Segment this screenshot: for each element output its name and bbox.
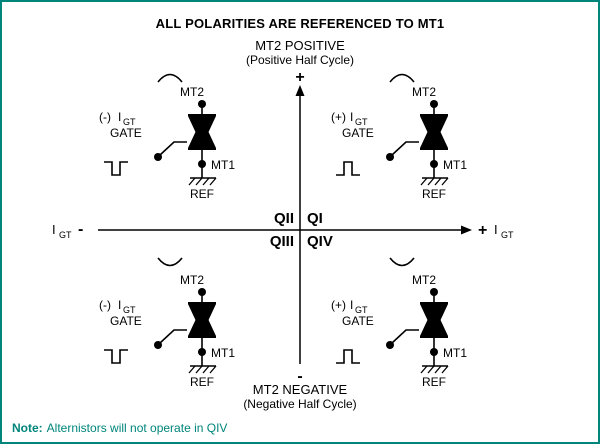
gate-polarity-label: (-) xyxy=(99,298,111,312)
mt2-label: MT2 xyxy=(412,273,436,287)
mt1-label: MT1 xyxy=(211,158,235,172)
gate-current-subscript: GT xyxy=(355,305,368,315)
quadrant-label-qiii: QIII xyxy=(270,233,294,250)
negative-half-sine-icon xyxy=(157,257,183,267)
positive-pulse-icon xyxy=(336,349,360,364)
gate-current-symbol: I xyxy=(118,298,121,312)
gate-label: GATE xyxy=(110,126,142,140)
gate-terminal-dot xyxy=(154,153,162,161)
gate-label: GATE xyxy=(342,314,374,328)
ground-icon xyxy=(188,177,217,186)
mt2-negative-label: MT2 NEGATIVE xyxy=(253,382,348,397)
ground-icon xyxy=(188,365,217,374)
gate-wire xyxy=(159,329,187,344)
triac-unit-qii: MT2 MT1 REF (-) I GT GATE xyxy=(99,73,235,201)
ref-label: REF xyxy=(422,375,446,389)
negative-pulse-icon xyxy=(104,161,128,176)
igt-left-subscript: GT xyxy=(59,230,72,240)
mt1-label: MT1 xyxy=(443,158,467,172)
plus-sign-right: + xyxy=(478,222,487,239)
mt2-positive-label: MT2 POSITIVE xyxy=(255,38,345,53)
triac-unit-qi: MT2 MT1 REF (+) I GT GATE xyxy=(331,73,467,201)
gate-current-subscript: GT xyxy=(123,305,136,315)
triac-unit-qiii: MT2 MT1 REF (-) I GT GATE xyxy=(99,257,235,389)
triac-triangle-up xyxy=(188,118,216,148)
right-arrowhead-icon xyxy=(461,225,472,235)
gate-current-subscript: GT xyxy=(123,117,136,127)
ground-icon xyxy=(420,177,449,186)
mt2-label: MT2 xyxy=(180,85,204,99)
gate-terminal-dot xyxy=(154,341,162,349)
gate-polarity-label: (-) xyxy=(99,110,111,124)
gate-current-symbol: I xyxy=(350,110,353,124)
gate-label: GATE xyxy=(342,126,374,140)
axes xyxy=(98,85,472,364)
minus-sign-left: - xyxy=(78,221,83,238)
note: Note:Alternistors will not operate in QI… xyxy=(12,421,227,435)
positive-half-sine-icon xyxy=(389,73,415,83)
mt2-label: MT2 xyxy=(180,273,204,287)
gate-wire xyxy=(391,141,419,156)
up-arrowhead-icon xyxy=(295,85,305,96)
positive-pulse-icon xyxy=(336,161,360,176)
minus-sign-bottom: - xyxy=(297,368,302,385)
quadrant-diagram: ALL POLARITIES ARE REFERENCED TO MT1 MT2… xyxy=(52,16,514,411)
positive-half-cycle-label: (Positive Half Cycle) xyxy=(246,53,354,67)
igt-right-subscript: GT xyxy=(501,230,514,240)
gate-current-subscript: GT xyxy=(355,117,368,127)
triac-triangle-up xyxy=(420,118,448,148)
gate-label: GATE xyxy=(110,314,142,328)
gate-terminal-dot xyxy=(386,153,394,161)
mt1-label: MT1 xyxy=(443,346,467,360)
gate-current-symbol: I xyxy=(118,110,121,124)
figure-title: ALL POLARITIES ARE REFERENCED TO MT1 xyxy=(156,16,445,31)
gate-terminal-dot xyxy=(386,341,394,349)
negative-half-sine-icon xyxy=(389,257,415,267)
gate-polarity-label: (+) xyxy=(331,298,346,312)
positive-half-sine-icon xyxy=(157,73,183,83)
ref-label: REF xyxy=(190,375,214,389)
ref-label: REF xyxy=(190,187,214,201)
ref-label: REF xyxy=(422,187,446,201)
gate-wire xyxy=(159,141,187,156)
triac-triangle-up xyxy=(188,306,216,336)
igt-left-symbol: I xyxy=(52,222,56,237)
plus-sign-top: + xyxy=(295,69,304,86)
gate-current-symbol: I xyxy=(350,298,353,312)
negative-pulse-icon xyxy=(104,349,128,364)
triac-triangle-up xyxy=(420,306,448,336)
note-text: Alternistors will not operate in QIV xyxy=(46,421,228,435)
quadrant-label-qi: QI xyxy=(307,210,323,227)
gate-wire xyxy=(391,329,419,344)
mt1-label: MT1 xyxy=(211,346,235,360)
triac-unit-qiv: MT2 MT1 REF (+) I GT GATE xyxy=(331,257,467,389)
gate-polarity-label: (+) xyxy=(331,110,346,124)
quadrant-label-qii: QII xyxy=(274,210,294,227)
note-prefix: Note: xyxy=(12,421,43,435)
ground-icon xyxy=(420,365,449,374)
igt-right-symbol: I xyxy=(494,222,498,237)
mt2-label: MT2 xyxy=(412,85,436,99)
negative-half-cycle-label: (Negative Half Cycle) xyxy=(243,397,356,411)
quadrant-label-qiv: QIV xyxy=(307,233,333,250)
